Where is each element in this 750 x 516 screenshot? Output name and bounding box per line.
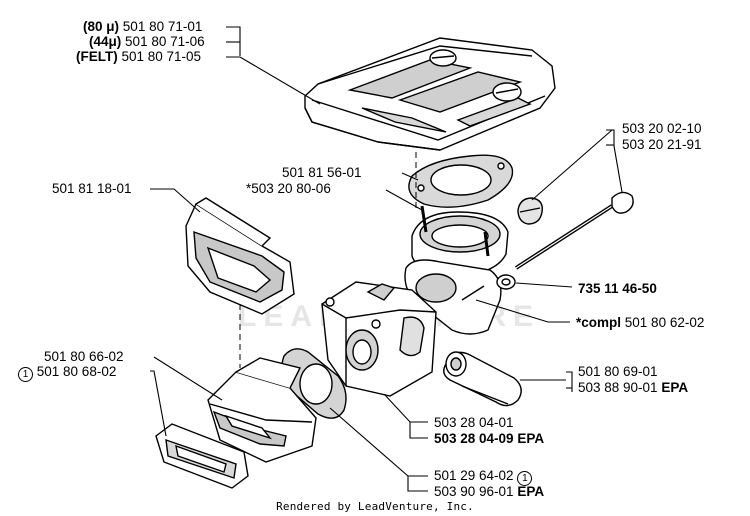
- label-prefix: *compl: [576, 315, 622, 330]
- label-screw-1: 503 20 02-10: [622, 121, 702, 136]
- label-gasket-top-2: *503 20 80-06: [246, 181, 331, 196]
- filter-adapter: [405, 206, 508, 334]
- label-tag: (FELT): [76, 49, 118, 64]
- epa-suffix: EPA: [661, 380, 689, 395]
- label-part: 501 29 64-02: [434, 468, 514, 483]
- label-fuel-hose-1: 501 80 69-01: [578, 364, 658, 379]
- footer-credit: Rendered by LeadVenture, Inc.: [276, 500, 474, 513]
- upper-gasket: [409, 155, 513, 207]
- note-mark-icon: 1: [18, 367, 33, 382]
- label-part: 501 80 68-02: [36, 364, 117, 379]
- assembly-lines: [240, 152, 416, 368]
- intake-manifold: [208, 358, 316, 462]
- label-bracket: 501 81 18-01: [52, 181, 132, 196]
- note-mark-icon: 1: [517, 471, 533, 486]
- label-part: 501 80 71-05: [121, 49, 202, 64]
- label-gasket-bottom-2: 503 90 96-01 EPA: [434, 484, 544, 499]
- screw-and-bolt: [497, 192, 633, 289]
- label-tag: (80 μ): [83, 19, 120, 34]
- epa-suffix: EPA: [517, 484, 545, 499]
- label-air-filter-44u: (44μ) 501 80 71-06: [89, 34, 205, 49]
- air-filter-cover: [305, 38, 555, 150]
- label-part: 501 80 62-02: [624, 315, 705, 330]
- label-carburetor-2: 503 28 04-09 EPA: [434, 431, 545, 446]
- carburetor-body: [322, 282, 436, 396]
- label-gasket-top-1: 501 81 56-01: [282, 165, 362, 180]
- bracket: [186, 198, 294, 314]
- label-intake-manifold-2: 1 501 80 68-02: [18, 364, 116, 382]
- leader-lines: [150, 27, 622, 491]
- label-intake-manifold-1: 501 80 66-02: [44, 349, 124, 364]
- label-screw-2: 503 20 21-91: [622, 137, 702, 152]
- label-part: 501 80 71-01: [122, 19, 203, 34]
- label-tag: (44μ): [89, 34, 122, 49]
- label-fuel-hose-2: 503 88 90-01 EPA: [578, 380, 689, 395]
- label-gasket-bottom-1: 501 29 64-02 1: [434, 468, 533, 486]
- label-air-filter-80u: (80 μ) 501 80 71-01: [83, 19, 202, 34]
- label-air-filter-felt: (FELT) 501 80 71-05: [76, 49, 201, 64]
- label-washer: 735 11 46-50: [578, 281, 657, 296]
- label-part: 503 90 96-01 EPA: [434, 484, 545, 499]
- intake-gasket: [156, 424, 248, 488]
- label-carburetor-1: 503 28 04-01: [434, 415, 514, 430]
- label-part: 501 80 71-06: [125, 34, 205, 49]
- fuel-hose: [444, 352, 521, 406]
- label-carb-complete: *compl 501 80 62-02: [576, 315, 704, 330]
